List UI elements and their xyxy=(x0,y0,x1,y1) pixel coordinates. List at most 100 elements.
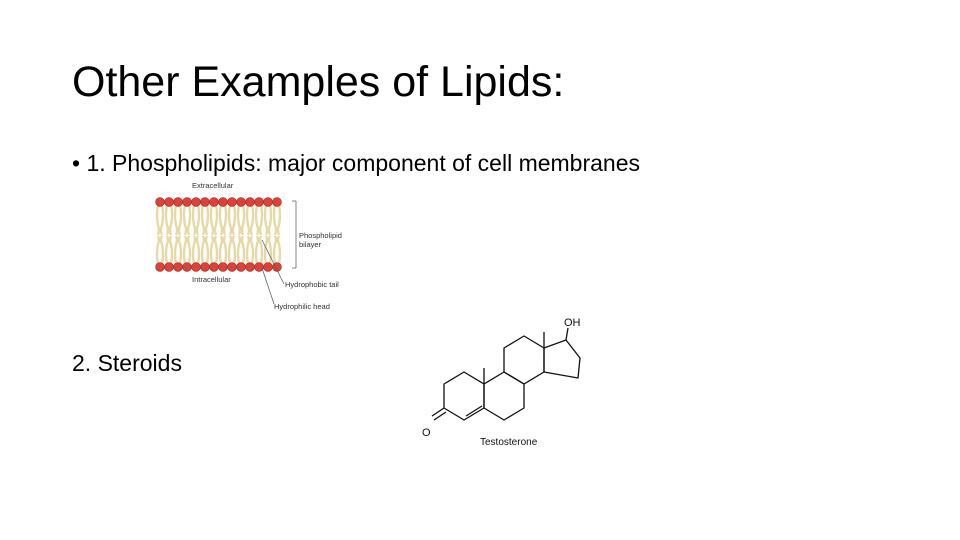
tail-upper xyxy=(227,204,233,236)
hydrophilic-head-bottom xyxy=(236,262,246,272)
tail-upper xyxy=(263,204,269,236)
hydrophilic-head-bottom xyxy=(173,262,183,272)
tail-lower xyxy=(204,235,210,265)
hydrophobic-tail-label: Hydrophobic tail xyxy=(285,280,339,289)
hydrophilic-head-top xyxy=(164,197,174,207)
hydrophilic-head-bottom xyxy=(200,262,210,272)
tail-lower xyxy=(191,235,197,265)
hydrophilic-head-bottom xyxy=(164,262,174,272)
hydrophilic-head-label: Hydrophilic head xyxy=(274,302,330,311)
extracellular-label: Extracellular xyxy=(192,181,234,190)
tail-lower xyxy=(222,235,228,265)
testosterone-label: Testosterone xyxy=(480,437,538,448)
tail-lower xyxy=(177,235,183,265)
tail-lower xyxy=(209,235,215,265)
tail-lower xyxy=(173,235,179,265)
tail-lower xyxy=(231,235,237,265)
hydrophilic-head-top xyxy=(236,197,246,207)
tail-upper xyxy=(200,204,206,236)
tail-lower xyxy=(195,235,201,265)
tail-upper xyxy=(222,204,228,236)
bullet-phospholipids: • 1. Phospholipids: major component of c… xyxy=(72,150,641,176)
tail-lower xyxy=(218,235,224,265)
hydrophilic-head-bottom xyxy=(272,262,282,272)
tail-upper xyxy=(213,204,219,236)
hydrophilic-head-bottom xyxy=(227,262,237,272)
oh-label: OH xyxy=(564,317,581,329)
tail-lower xyxy=(159,235,165,265)
tail-upper xyxy=(276,204,282,236)
head-pointer xyxy=(261,267,275,305)
tail-lower xyxy=(200,235,206,265)
tail-upper xyxy=(159,204,165,236)
phospholipid-bilayer-diagram: Extracellular Phospholipid bilayer Intra… xyxy=(155,181,342,311)
ring-b xyxy=(483,371,525,421)
carbonyl-bond-2 xyxy=(433,411,447,421)
hydrophilic-head-bottom xyxy=(263,262,273,272)
hydrophilic-head-bottom xyxy=(245,262,255,272)
double-bond xyxy=(465,405,483,417)
hydrophilic-head-top xyxy=(263,197,273,207)
hydrophilic-head-bottom xyxy=(254,262,264,272)
tail-upper xyxy=(173,204,179,236)
ring-a xyxy=(443,371,485,421)
carbonyl-o-label: O xyxy=(422,427,431,439)
hydrophilic-head-top xyxy=(191,197,201,207)
bilayer-label-line1: Phospholipid xyxy=(299,231,342,240)
hydrophilic-head-top xyxy=(254,197,264,207)
tail-lower xyxy=(213,235,219,265)
tail-upper xyxy=(164,204,170,236)
tail-upper xyxy=(245,204,251,236)
tail-upper xyxy=(231,204,237,236)
tail-lower xyxy=(168,235,174,265)
tail-lower xyxy=(227,235,233,265)
tail-upper xyxy=(249,204,255,236)
tail-upper xyxy=(204,204,210,236)
hydrophilic-head-bottom xyxy=(209,262,219,272)
tail-lower xyxy=(182,235,188,265)
tail-upper xyxy=(195,204,201,236)
hydrophilic-head-top xyxy=(227,197,237,207)
tail-upper xyxy=(168,204,174,236)
tail-lower xyxy=(249,235,255,265)
hydrophilic-head-bottom xyxy=(218,262,228,272)
hydrophilic-head-bottom xyxy=(191,262,201,272)
tail-lower xyxy=(272,235,278,265)
slide-title: Other Examples of Lipids: xyxy=(72,58,565,106)
tail-upper xyxy=(218,204,224,236)
tail-lower xyxy=(276,235,282,265)
tail-lower xyxy=(254,235,260,265)
tail-lower xyxy=(186,235,192,265)
tail-upper xyxy=(258,204,264,236)
ring-d xyxy=(543,339,581,379)
tail-upper xyxy=(240,204,246,236)
steroid-rings xyxy=(431,327,581,421)
intracellular-label: Intracellular xyxy=(192,275,231,284)
oh-bond xyxy=(565,327,569,341)
tail-upper xyxy=(267,204,273,236)
tail-lower xyxy=(164,235,170,265)
tail-lower xyxy=(258,235,264,265)
tail-upper xyxy=(254,204,260,236)
hydrophilic-head-top xyxy=(218,197,228,207)
hydrophilic-head-bottom xyxy=(182,262,192,272)
tail-upper xyxy=(177,204,183,236)
hydrophilic-head-bottom xyxy=(155,262,165,272)
tail-upper xyxy=(155,204,161,236)
tail-lower xyxy=(263,235,269,265)
tail-lower xyxy=(245,235,251,265)
tail-lower xyxy=(240,235,246,265)
hydrophilic-head-top xyxy=(209,197,219,207)
ring-c xyxy=(503,335,545,385)
tail-upper xyxy=(182,204,188,236)
tail-lower xyxy=(267,235,273,265)
tail-upper xyxy=(236,204,242,236)
tail-upper xyxy=(191,204,197,236)
tail-lower xyxy=(236,235,242,265)
carbonyl-bond-1 xyxy=(431,407,445,417)
tail-upper xyxy=(209,204,215,236)
hydrophilic-head-top xyxy=(200,197,210,207)
hydrophilic-head-top xyxy=(182,197,192,207)
tail-pointer xyxy=(261,239,285,285)
